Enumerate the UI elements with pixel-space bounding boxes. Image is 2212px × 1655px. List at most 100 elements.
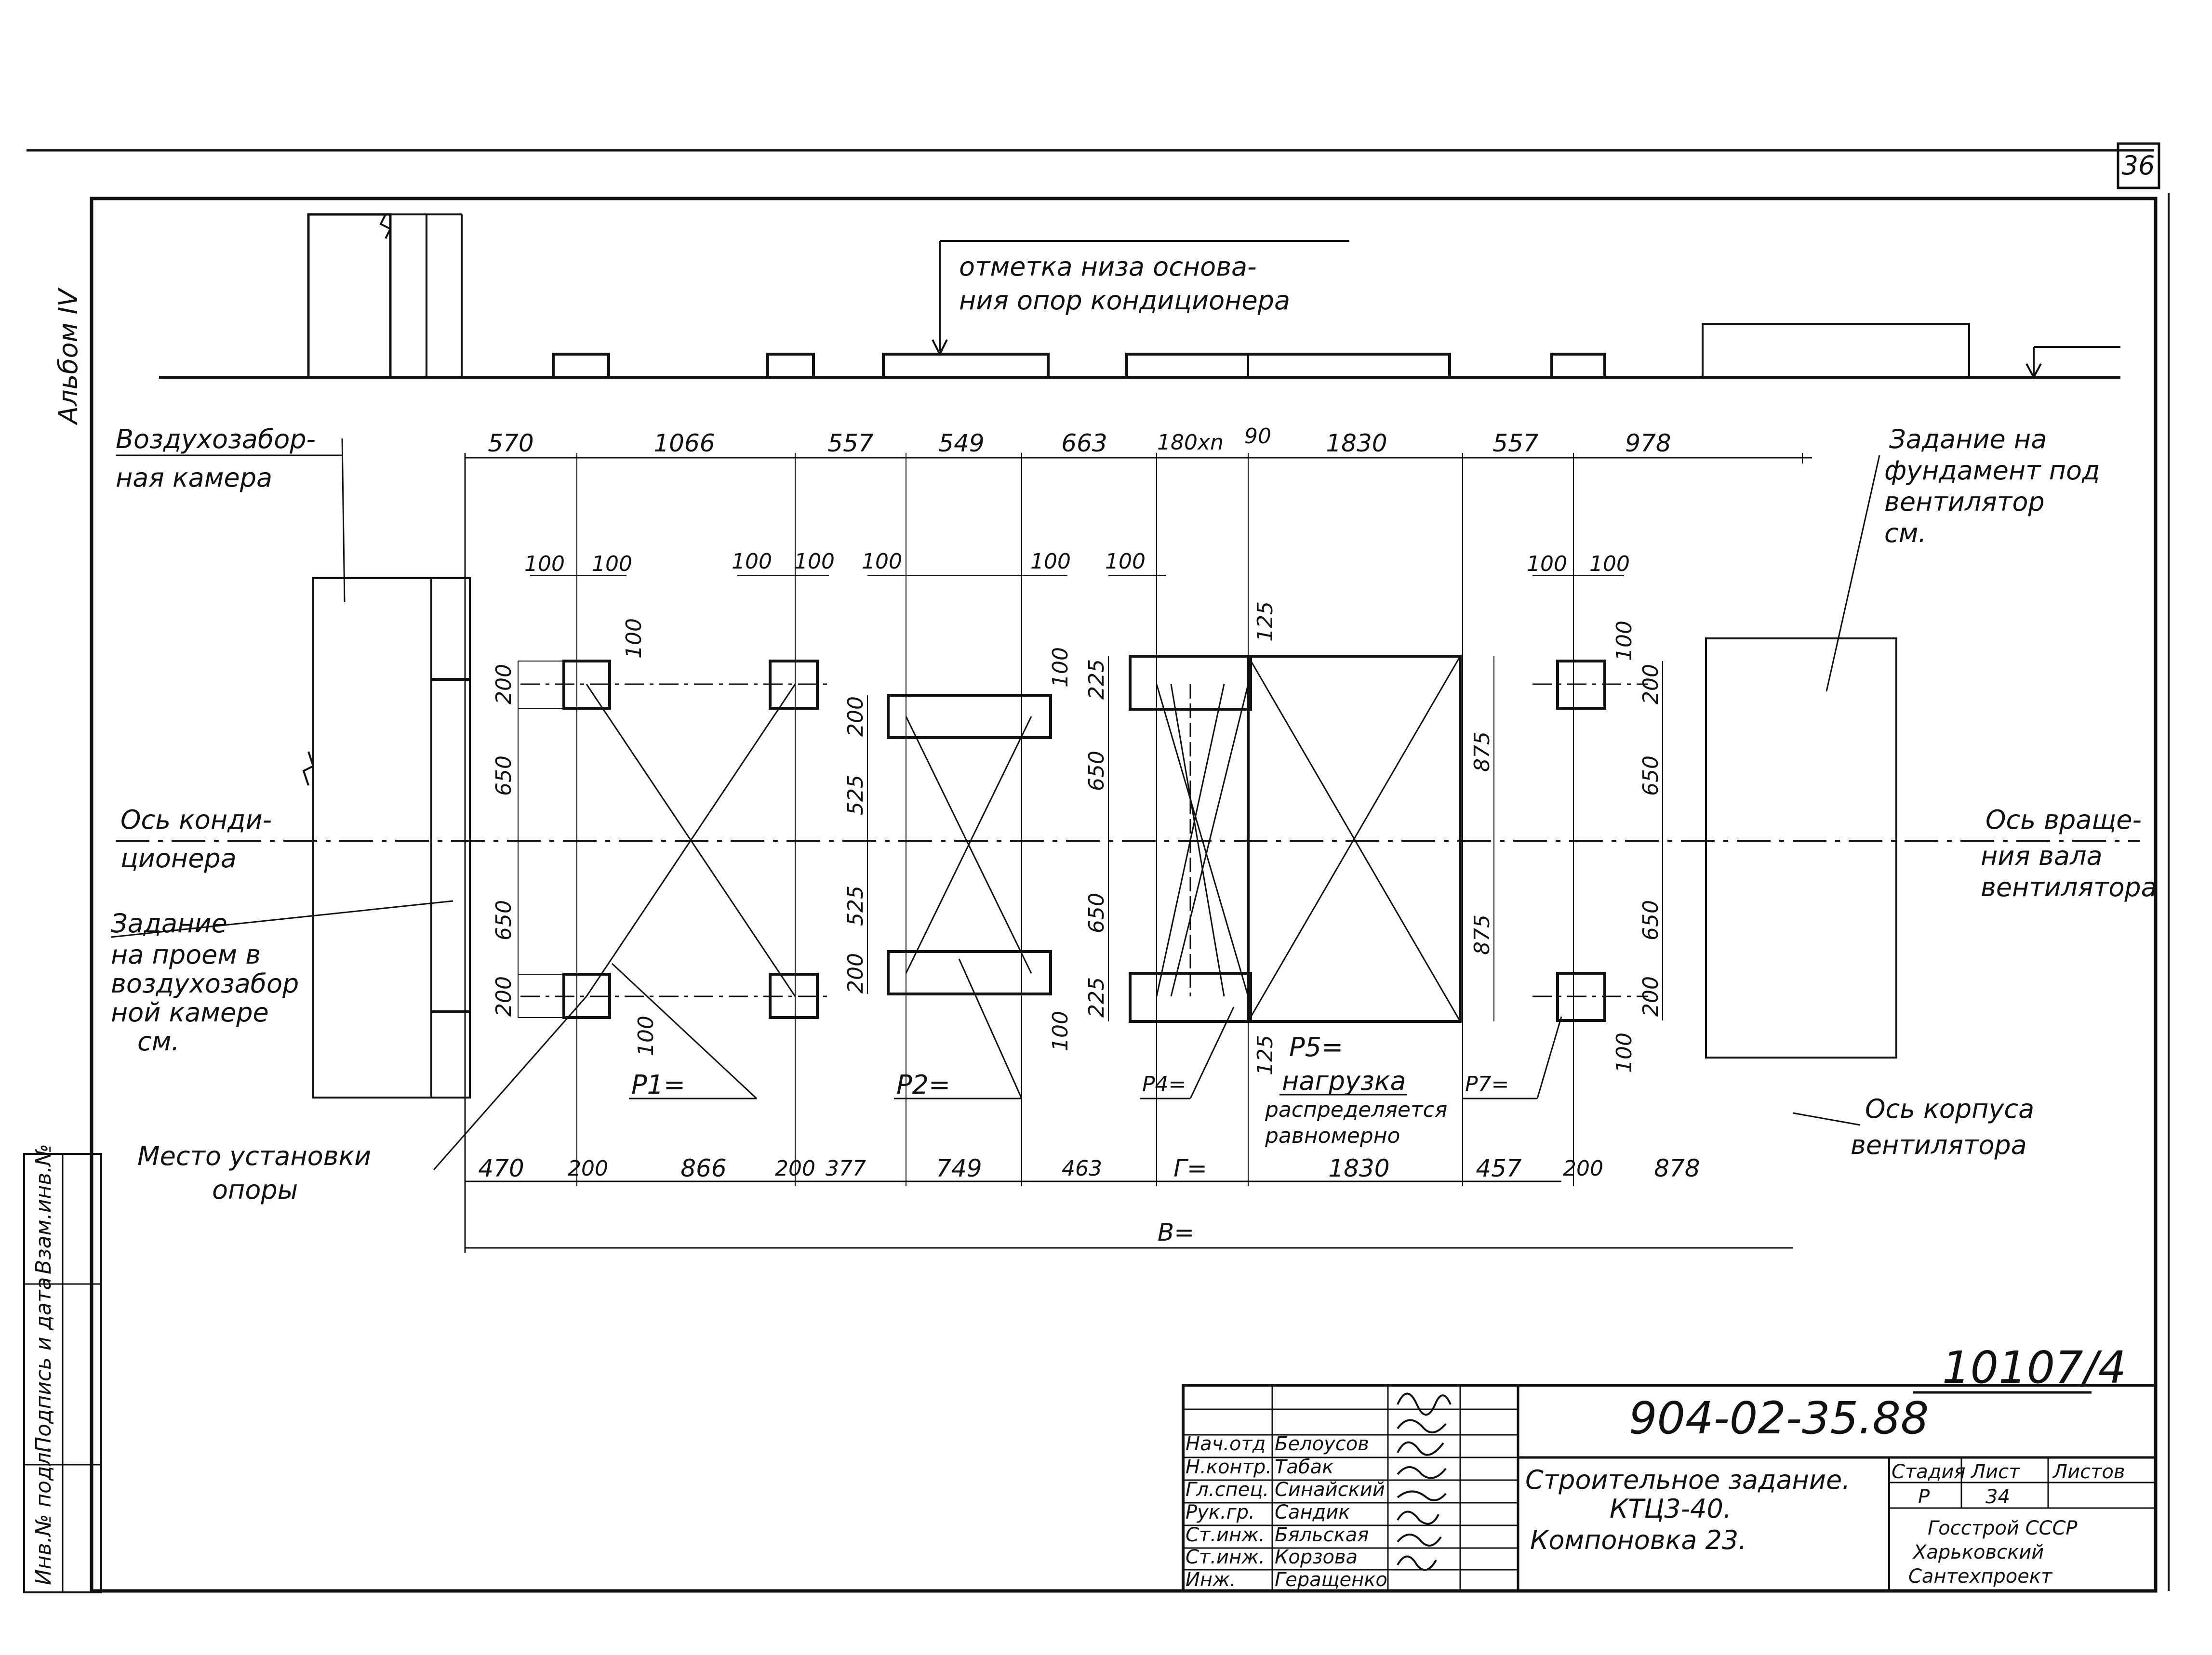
side-stamp-inventory: Инв.№ подл. <box>31 1445 56 1585</box>
elevation-support <box>1550 353 1606 379</box>
conditioner-axis-label: Ось конди- <box>120 805 272 835</box>
svg-text:100: 100 <box>1612 1033 1637 1073</box>
sheet-value: 34 <box>1985 1486 2010 1508</box>
base-level-label: отметка низа основа- <box>959 252 1257 282</box>
svg-text:875: 875 <box>1470 731 1494 772</box>
svg-text:225: 225 <box>1084 977 1109 1018</box>
document-title: Компоновка 23. <box>1530 1525 1746 1555</box>
opening-task-leader <box>110 900 453 938</box>
break-mark <box>302 751 315 786</box>
support-group-7: 200 650 650 200 100 100 <box>1532 621 1663 1073</box>
svg-text:100: 100 <box>1105 549 1146 574</box>
svg-text:100: 100 <box>1048 647 1073 688</box>
break-mark <box>379 214 392 239</box>
fan-shaft-axis-label: ния вала <box>1981 841 2103 871</box>
support-beam <box>887 694 1052 739</box>
fan-shaft-axis-label: вентилятора <box>1981 872 2157 902</box>
base-level-arrow <box>932 339 948 357</box>
document-number: 904-02-35.88 <box>1629 1392 1929 1444</box>
title-block-name: Сандик <box>1275 1501 1350 1523</box>
elevation-support <box>1125 353 1451 379</box>
title-block-role: Ст.инж. <box>1186 1524 1265 1546</box>
opening-task-label: Задание <box>111 908 227 939</box>
title-block-name: Геращенко <box>1275 1569 1387 1591</box>
fan-foundation-label: фундамент под <box>1884 455 2100 486</box>
organization: Госстрой СССР <box>1928 1517 2078 1539</box>
svg-text:200: 200 <box>1639 664 1663 704</box>
dim-100-group: 100 100 100 100 100 100 100 100 100 <box>524 549 1630 576</box>
dim-top: 180xn <box>1157 430 1224 455</box>
dim-top: 1830 <box>1326 429 1387 457</box>
side-stamp-replaced: Взам.инв.№ <box>31 1144 56 1274</box>
svg-text:100: 100 <box>1527 552 1567 576</box>
svg-text:650: 650 <box>1639 900 1663 940</box>
support-place-label: опоры <box>212 1175 298 1205</box>
load-p4: P4= <box>1142 1072 1186 1097</box>
svg-text:650: 650 <box>492 755 516 796</box>
stage-header: Стадия <box>1892 1461 1965 1483</box>
svg-text:100: 100 <box>592 552 632 576</box>
svg-text:875: 875 <box>1470 914 1494 955</box>
svg-text:225: 225 <box>1084 659 1109 700</box>
svg-text:100: 100 <box>1048 1011 1073 1051</box>
title-block-role: Н.контр. <box>1186 1456 1272 1478</box>
air-intake-label: ная камера <box>116 463 272 493</box>
air-intake-leader <box>341 438 346 603</box>
load-p1: P1= <box>631 1070 685 1100</box>
load-p2-leader <box>958 958 1023 1099</box>
fan-shaft-axis-label: Ось враще- <box>1985 805 2142 835</box>
title-block-role: Нач.отд <box>1186 1433 1266 1455</box>
svg-text:200: 200 <box>492 976 516 1017</box>
conditioner-axis-label: ционера <box>120 843 237 874</box>
fan-foundation-outline <box>1705 637 1897 1059</box>
dim-bottom: 878 <box>1654 1154 1700 1182</box>
stage-value: Р <box>1918 1486 1930 1508</box>
dim-top: 663 <box>1061 429 1107 457</box>
svg-text:200: 200 <box>843 696 868 737</box>
svg-text:125: 125 <box>1253 601 1278 642</box>
air-intake-chamber <box>312 577 471 1099</box>
svg-text:100: 100 <box>1589 552 1630 576</box>
document-title: КТЦ3-40. <box>1610 1494 1732 1524</box>
dim-bottom: 377 <box>826 1156 866 1181</box>
load-p4-leader <box>1189 1006 1235 1099</box>
svg-text:650: 650 <box>1084 893 1109 933</box>
dim-bottom: 866 <box>680 1154 726 1182</box>
support-pad <box>769 973 819 1019</box>
dim-top: 549 <box>938 429 984 457</box>
dim-bottom: Г= <box>1173 1154 1207 1182</box>
title-block-signatures <box>1397 1392 1452 1571</box>
title-block-name: Белоусов <box>1275 1433 1369 1455</box>
support-group-5: 875 875 125 125 <box>1247 601 1494 1075</box>
load-p7: P7= <box>1465 1072 1509 1097</box>
support-pad <box>769 660 819 710</box>
document-title: Строительное задание. <box>1525 1465 1850 1495</box>
load-p2: P2= <box>896 1070 950 1100</box>
support-group-1: 200 650 650 200 100 100 <box>492 618 831 1056</box>
side-stamp-signature: Подпись и дата <box>31 1277 56 1453</box>
load-p5: P5= <box>1289 1032 1343 1062</box>
support-place-label: Место установки <box>137 1141 371 1171</box>
dim-bottom: 200 <box>568 1156 608 1181</box>
album-label: Альбом IV <box>53 287 83 425</box>
load-p1-leader <box>611 963 758 1099</box>
sheet-number-box <box>2117 142 2160 189</box>
support-group-2: 200 525 525 200 100 100 <box>843 647 1073 1051</box>
support-frame <box>1129 655 1252 711</box>
load-distribution-note: распределяется <box>1265 1098 1447 1122</box>
sheets-header: Листов <box>2052 1461 2125 1483</box>
load-distribution-note: равномерно <box>1265 1124 1400 1148</box>
dim-top: 90 <box>1244 424 1271 449</box>
drawing-frame <box>90 197 2158 1593</box>
dim-bottom: 470 <box>478 1154 524 1182</box>
opening-task-label: ной камере <box>111 997 269 1028</box>
svg-text:100: 100 <box>862 549 902 574</box>
support-group-4: 225 650 650 225 <box>1084 655 1252 1023</box>
dim-bottom: 463 <box>1062 1156 1102 1181</box>
support-pad <box>1556 972 1606 1022</box>
support-place-leader <box>433 996 587 1170</box>
elevation-support <box>766 353 815 379</box>
support-pad <box>1556 660 1606 710</box>
fan-foundation-label: Задание на <box>1889 424 2047 454</box>
